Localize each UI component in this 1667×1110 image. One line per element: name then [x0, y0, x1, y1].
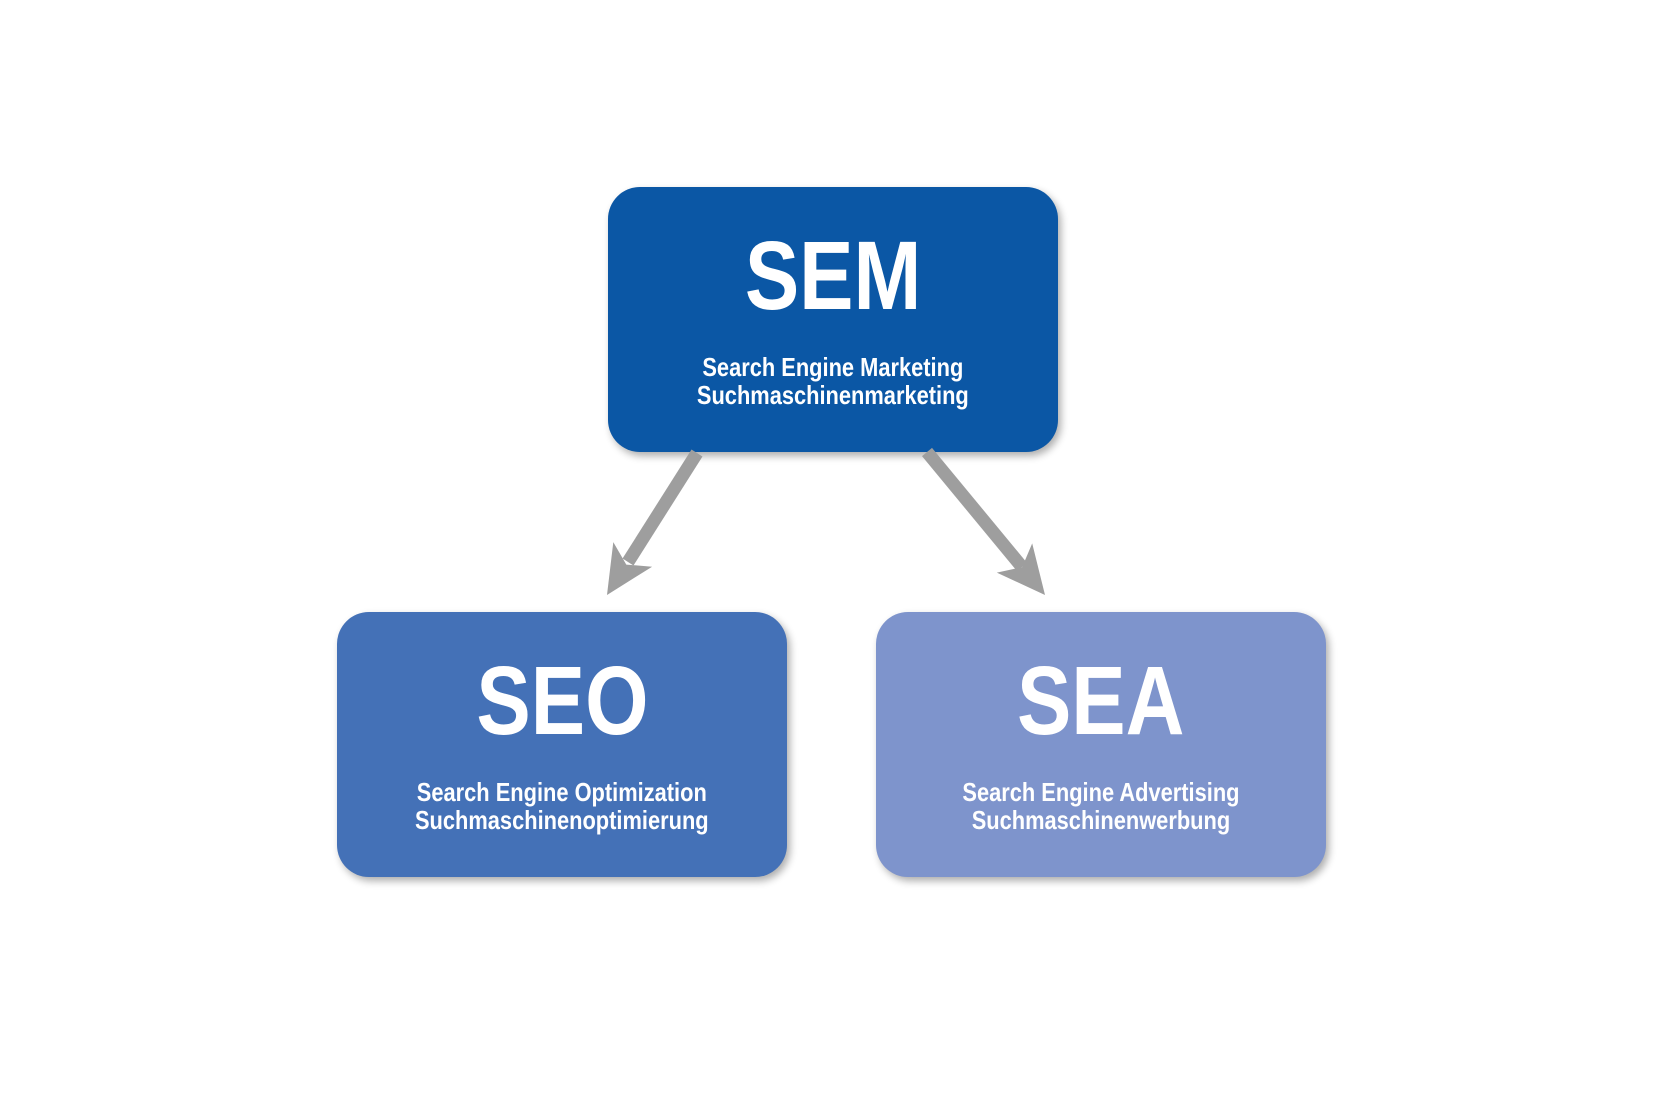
node-sea-subtitle-en: Search Engine Advertising: [962, 777, 1240, 807]
arrow-sem-to-sea-icon: [921, 447, 1045, 595]
node-sem-subtitle-de: Suchmaschinenmarketing: [697, 380, 969, 410]
node-sea-title: SEA: [1017, 646, 1185, 755]
node-sem-title: SEM: [744, 221, 922, 330]
node-sem-subtitle-en: Search Engine Marketing: [702, 352, 964, 382]
arrow-sem-to-seo-icon: [607, 449, 703, 595]
node-seo: SEO Search Engine Optimization Suchmasch…: [337, 612, 787, 877]
node-seo-subtitle-de: Suchmaschinenoptimierung: [415, 805, 709, 835]
node-seo-subtitle: Search Engine Optimization Suchmaschinen…: [415, 778, 709, 834]
node-sea-subtitle-de: Suchmaschinenwerbung: [971, 805, 1231, 835]
node-seo-subtitle-en: Search Engine Optimization: [416, 777, 708, 807]
node-sea: SEA Search Engine Advertising Suchmaschi…: [876, 612, 1326, 877]
node-sem: SEM Search Engine Marketing Suchmaschine…: [608, 187, 1058, 452]
node-seo-title: SEO: [475, 646, 649, 755]
node-sem-subtitle: Search Engine Marketing Suchmaschinenmar…: [697, 353, 969, 409]
node-sea-subtitle: Search Engine Advertising Suchmaschinenw…: [962, 778, 1239, 834]
